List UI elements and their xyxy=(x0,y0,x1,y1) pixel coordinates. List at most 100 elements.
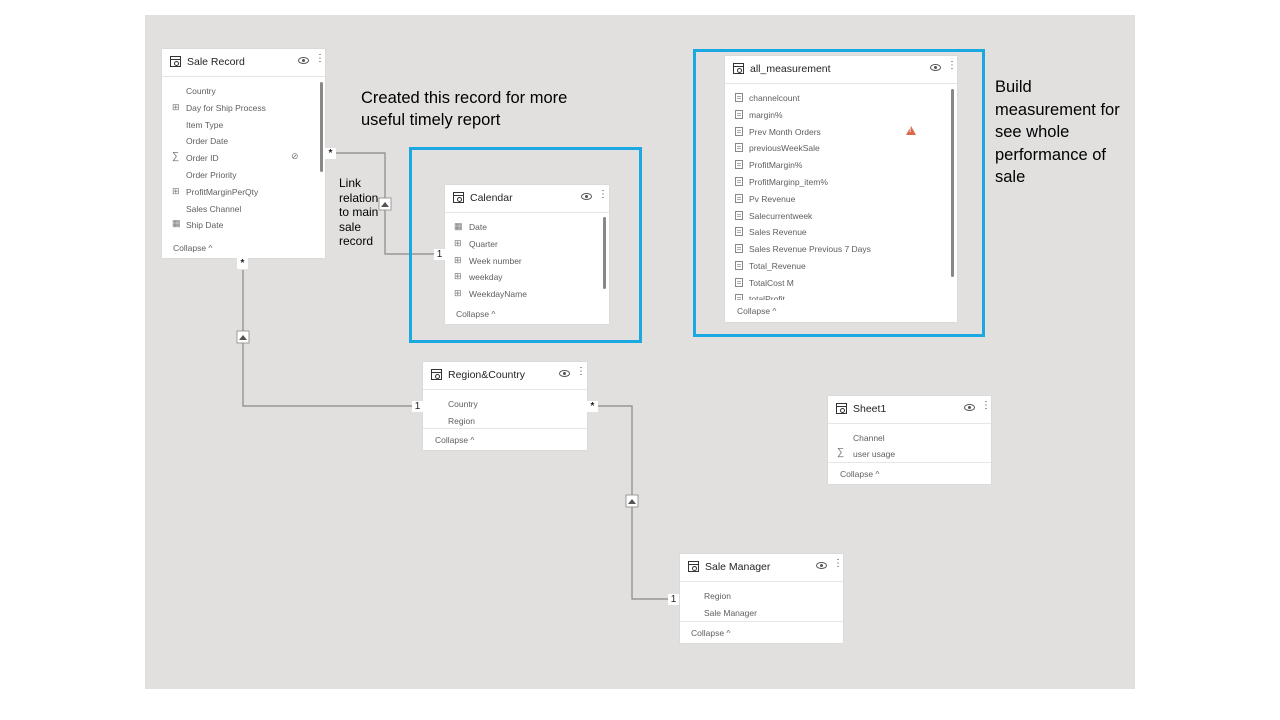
sigma-icon: ∑ xyxy=(837,447,845,458)
more-options-icon[interactable]: ⋮ xyxy=(598,189,608,200)
cardinality-one: 1 xyxy=(668,594,679,605)
hidden-eye-icon[interactable]: ⊘ xyxy=(291,151,299,161)
measure-icon xyxy=(735,177,743,186)
measure-icon xyxy=(735,143,743,152)
cardinality-many: * xyxy=(325,148,336,159)
card-header[interactable]: Region&Country ⋮ xyxy=(423,362,587,390)
measure-item[interactable]: ProfitMargin% xyxy=(749,160,803,170)
field-item[interactable]: Sale Manager xyxy=(704,608,757,618)
measure-item[interactable]: Prev Month Orders xyxy=(749,127,821,137)
field-item[interactable]: WeekdayName xyxy=(469,289,527,299)
measure-item[interactable]: ProfitMarginp_item% xyxy=(749,177,828,187)
measure-item[interactable]: margin% xyxy=(749,110,783,120)
scrollbar[interactable] xyxy=(603,217,606,289)
field-item[interactable]: Order ID xyxy=(186,153,219,163)
card-header[interactable]: Sheet1 ⋮ xyxy=(828,396,991,424)
eye-icon[interactable] xyxy=(559,370,570,377)
card-title: Sale Record xyxy=(187,56,245,68)
scrollbar[interactable] xyxy=(951,89,954,277)
collapse-button[interactable]: Collapse ^ xyxy=(737,306,777,316)
link-annotation: Link relation to main sale record xyxy=(339,176,379,248)
measure-item[interactable]: Sales Revenue Previous 7 Days xyxy=(749,244,871,254)
collapse-button[interactable]: Collapse ^ xyxy=(173,243,213,253)
eye-icon[interactable] xyxy=(964,404,975,411)
measurement-annotation: Build measurement for see whole performa… xyxy=(995,78,1120,186)
table-card-region-country[interactable]: Region&Country ⋮ Country Region Collapse… xyxy=(423,362,587,450)
field-item[interactable]: Week number xyxy=(469,256,522,266)
table-icon xyxy=(836,403,847,414)
card-header[interactable]: Sale Record ⋮ xyxy=(162,49,325,77)
more-options-icon[interactable]: ⋮ xyxy=(981,400,991,411)
table-card-calendar[interactable]: Calendar ⋮ ▦ Date ⊞ Quarter ⊞ Week numbe… xyxy=(445,185,609,324)
warning-icon[interactable] xyxy=(906,126,916,135)
field-item[interactable]: Order Priority xyxy=(186,170,237,180)
measure-icon xyxy=(735,244,743,253)
field-item[interactable]: Channel xyxy=(853,433,885,443)
table-icon xyxy=(453,192,464,203)
scrollbar[interactable] xyxy=(320,82,323,172)
eye-icon[interactable] xyxy=(816,562,827,569)
collapse-button[interactable]: Collapse ^ xyxy=(691,628,731,638)
measure-item[interactable]: Pv Revenue xyxy=(749,194,796,204)
measure-item[interactable]: Salecurrentweek xyxy=(749,211,813,221)
field-item[interactable]: Order Date xyxy=(186,136,229,146)
table-card-all-measurement[interactable]: all_measurement ⋮ channelcount margin% P… xyxy=(725,56,957,322)
relationship-salerecord-region xyxy=(242,270,412,407)
calculated-column-icon: ⊞ xyxy=(454,271,462,281)
field-item[interactable]: ProfitMarginPerQty xyxy=(186,187,259,197)
field-item[interactable]: weekday xyxy=(469,272,503,282)
card-header[interactable]: all_measurement ⋮ xyxy=(725,56,957,84)
collapse-button[interactable]: Collapse ^ xyxy=(840,469,880,479)
more-options-icon[interactable]: ⋮ xyxy=(947,60,957,71)
eye-icon[interactable] xyxy=(581,193,592,200)
field-item[interactable]: Country xyxy=(448,399,478,409)
measure-icon xyxy=(735,211,743,220)
field-item[interactable]: user usage xyxy=(853,449,896,459)
divider xyxy=(423,428,587,429)
arrow-up-icon xyxy=(239,335,247,340)
calculated-column-icon: ⊞ xyxy=(454,238,462,248)
measure-item[interactable]: Total_Revenue xyxy=(749,261,806,271)
table-card-sale-record[interactable]: Sale Record ⋮ Country ⊞ Day for Ship Pro… xyxy=(162,49,325,258)
field-item[interactable]: Item Type xyxy=(186,120,224,130)
field-item[interactable]: Date xyxy=(469,222,487,232)
field-item[interactable]: Sales Channel xyxy=(186,204,242,214)
calendar-highlight-box xyxy=(409,147,642,343)
field-item[interactable]: Region xyxy=(704,591,731,601)
card-title: all_measurement xyxy=(750,63,831,75)
measure-item[interactable]: TotalCost M xyxy=(749,278,794,288)
more-options-icon[interactable]: ⋮ xyxy=(315,53,325,64)
measure-icon xyxy=(735,160,743,169)
arrow-up-icon xyxy=(381,202,389,207)
cardinality-many: * xyxy=(237,258,248,269)
eye-icon[interactable] xyxy=(930,64,941,71)
more-options-icon[interactable]: ⋮ xyxy=(833,558,843,569)
table-icon xyxy=(733,63,744,74)
calculated-column-icon: ⊞ xyxy=(454,288,462,298)
measure-icon xyxy=(735,93,743,102)
more-options-icon[interactable]: ⋮ xyxy=(576,366,586,377)
measure-item[interactable]: totalProfit xyxy=(749,294,785,300)
table-card-sale-manager[interactable]: Sale Manager ⋮ Region Sale Manager Colla… xyxy=(680,554,843,643)
measure-item[interactable]: channelcount xyxy=(749,93,800,103)
field-item[interactable]: Day for Ship Process xyxy=(186,103,266,113)
divider xyxy=(828,462,991,463)
table-card-sheet1[interactable]: Sheet1 ⋮ Channel ∑ user usage Collapse ^ xyxy=(828,396,991,484)
field-item[interactable]: Ship Date xyxy=(186,220,224,230)
sigma-icon: ∑ xyxy=(172,151,180,162)
field-item[interactable]: Country xyxy=(186,86,216,96)
measure-item[interactable]: Sales Revenue xyxy=(749,227,807,237)
card-header[interactable]: Calendar ⋮ xyxy=(445,185,609,213)
measure-icon xyxy=(735,227,743,236)
collapse-button[interactable]: Collapse ^ xyxy=(456,309,496,319)
field-item[interactable]: Quarter xyxy=(469,239,498,249)
measure-item[interactable]: previousWeekSale xyxy=(749,143,820,153)
arrow-up-icon xyxy=(628,499,636,504)
collapse-button[interactable]: Collapse ^ xyxy=(435,435,475,445)
table-icon xyxy=(688,561,699,572)
card-header[interactable]: Sale Manager ⋮ xyxy=(680,554,843,582)
field-item[interactable]: Region xyxy=(448,416,475,426)
eye-icon[interactable] xyxy=(298,57,309,64)
measure-icon xyxy=(735,278,743,287)
